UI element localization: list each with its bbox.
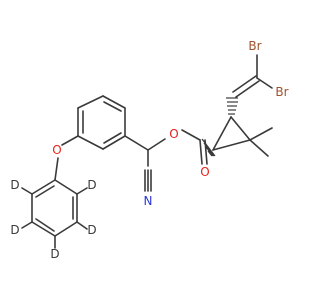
ether-oxygen-label: O	[52, 143, 61, 157]
molecule-canvas: O O O N Br Br D D D D D	[10, 39, 289, 261]
ester-oxygen-label: O	[169, 127, 178, 141]
deuterium-label-5: D	[10, 178, 19, 192]
nitrile-nitrogen-label: N	[144, 194, 153, 208]
structure-drawing: O O O N Br Br D D D D D	[10, 39, 288, 261]
bromine-right-label: Br	[275, 85, 288, 99]
carbonyl-oxygen-label: O	[200, 165, 209, 179]
bond-lines	[21, 54, 273, 249]
deuterium-label-2: D	[87, 223, 96, 237]
deuterium-label-1: D	[87, 178, 96, 192]
deuterium-label-3: D	[50, 247, 59, 261]
bromine-top-label: Br	[248, 39, 261, 53]
stereo-hash-bonds	[201, 97, 238, 157]
deuterium-label-4: D	[10, 223, 19, 237]
